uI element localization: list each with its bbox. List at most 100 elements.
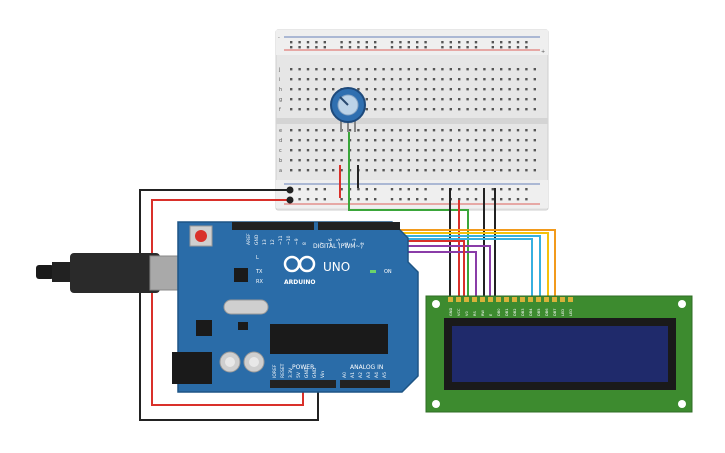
breadboard-hole [315,159,318,162]
breadboard-hole [315,41,318,44]
breadboard-hole [340,188,343,191]
breadboard-hole [298,198,301,201]
breadboard-hole [458,139,461,142]
breadboard-hole [424,188,427,191]
breadboard-hole [424,41,427,44]
wire-d5 [384,238,533,300]
breadboard-hole [432,129,436,132]
breadboard-hole [340,159,343,162]
breadboard-hole [399,188,402,191]
breadboard-hole [323,41,326,44]
wire-5v [151,199,304,406]
breadboard-hole [508,129,511,132]
lcd-pin [512,297,517,302]
breadboard-hole [416,41,419,44]
pin-reset: RESET [280,363,286,378]
breadboard-hole [500,88,503,91]
breadboard-hole [441,149,444,152]
lcd-pin [456,297,461,302]
breadboard-hole [323,98,326,101]
breadboard-hole [357,88,360,91]
breadboard-hole [382,78,385,81]
breadboard-hole [466,129,469,132]
breadboard-hole [441,129,444,132]
breadboard-hole [399,198,402,201]
power-label: POWER [292,364,314,371]
breadboard-hole [332,78,335,81]
breadboard-hole [290,68,293,71]
lcd-pin [464,297,469,302]
breadboard-hole [323,159,326,162]
breadboard-hole [315,139,318,142]
breadboard-hole [458,108,461,111]
breadboard-hole [474,169,478,172]
breadboard-hole [416,188,419,191]
breadboard-hole [466,139,469,142]
pin-a0: A0 [342,372,348,378]
breadboard-hole [348,41,352,44]
breadboard-hole [500,108,503,111]
breadboard-hole [298,139,301,142]
breadboard-hole [516,169,520,172]
pin-6: ~6 [328,238,334,245]
wire-d4 [378,235,541,300]
lcd-pin-label: DB4 [529,308,533,316]
breadboard-hole [449,98,452,101]
breadboard-hole [298,98,301,101]
breadboard-hole [323,129,326,132]
breadboard-hole [474,108,478,111]
row-letter: f [279,107,281,113]
potentiometer[interactable] [330,87,366,132]
breadboard-hole [416,159,419,162]
breadboard-hole [306,159,310,162]
row-letter: g [279,97,282,103]
breadboard-hole [407,98,410,101]
row-letter: i [279,77,280,83]
breadboard-hole [491,139,494,142]
breadboard-hole [483,108,486,111]
breadboard-hole [424,149,427,152]
breadboard-hole [525,41,528,44]
lcd-pin-labels: GND VCC V0 RS RW E DB0 DB1 DB2 DB3 DB4 D… [449,308,573,316]
breadboard-hole [491,46,494,49]
breadboard-hole [332,149,335,152]
breadboard-hole [483,88,486,91]
breadboard-hole [516,98,520,101]
breadboard-hole [516,88,520,91]
breadboard-hole [399,129,402,132]
breadboard-hole [382,98,385,101]
breadboard-hole [500,198,503,201]
breadboard-hole [533,159,536,162]
breadboard-hole [449,129,452,132]
breadboard-hole [323,188,326,191]
breadboard-hole [357,139,360,142]
breadboard-hole [399,88,402,91]
breadboard-hole [508,68,511,71]
breadboard-hole [390,139,394,142]
breadboard-hole [357,41,360,44]
breadboard-hole [525,139,528,142]
breadboard-hole [298,41,301,44]
breadboard-hole [516,129,520,132]
pin-a2: A2 [358,372,364,378]
breadboard-hole [500,68,503,71]
breadboard-hole [441,41,444,44]
breadboard-hole [382,139,385,142]
breadboard-hole [390,108,394,111]
digital-label: DIGITAL (PWM~) [313,243,363,250]
lcd-pin [560,297,565,302]
breadboard-hole [306,188,310,191]
arduino-board[interactable]: UNO ARDUINO DIGITAL (PWM~) POWER ANALOG … [172,221,419,393]
breadboard-hole [508,149,511,152]
row-letter: c [279,148,282,154]
breadboard-hole [432,108,436,111]
breadboard-hole [315,68,318,71]
breadboard-hole [466,149,469,152]
lcd-module[interactable]: GND VCC V0 RS RW E DB0 DB1 DB2 DB3 DB4 D… [425,295,693,413]
breadboard-hole [441,88,444,91]
breadboard-hole [491,78,494,81]
breadboard-hole [458,78,461,81]
breadboard-hole [458,68,461,71]
breadboard-hole [374,129,377,132]
breadboard-hole [407,68,410,71]
